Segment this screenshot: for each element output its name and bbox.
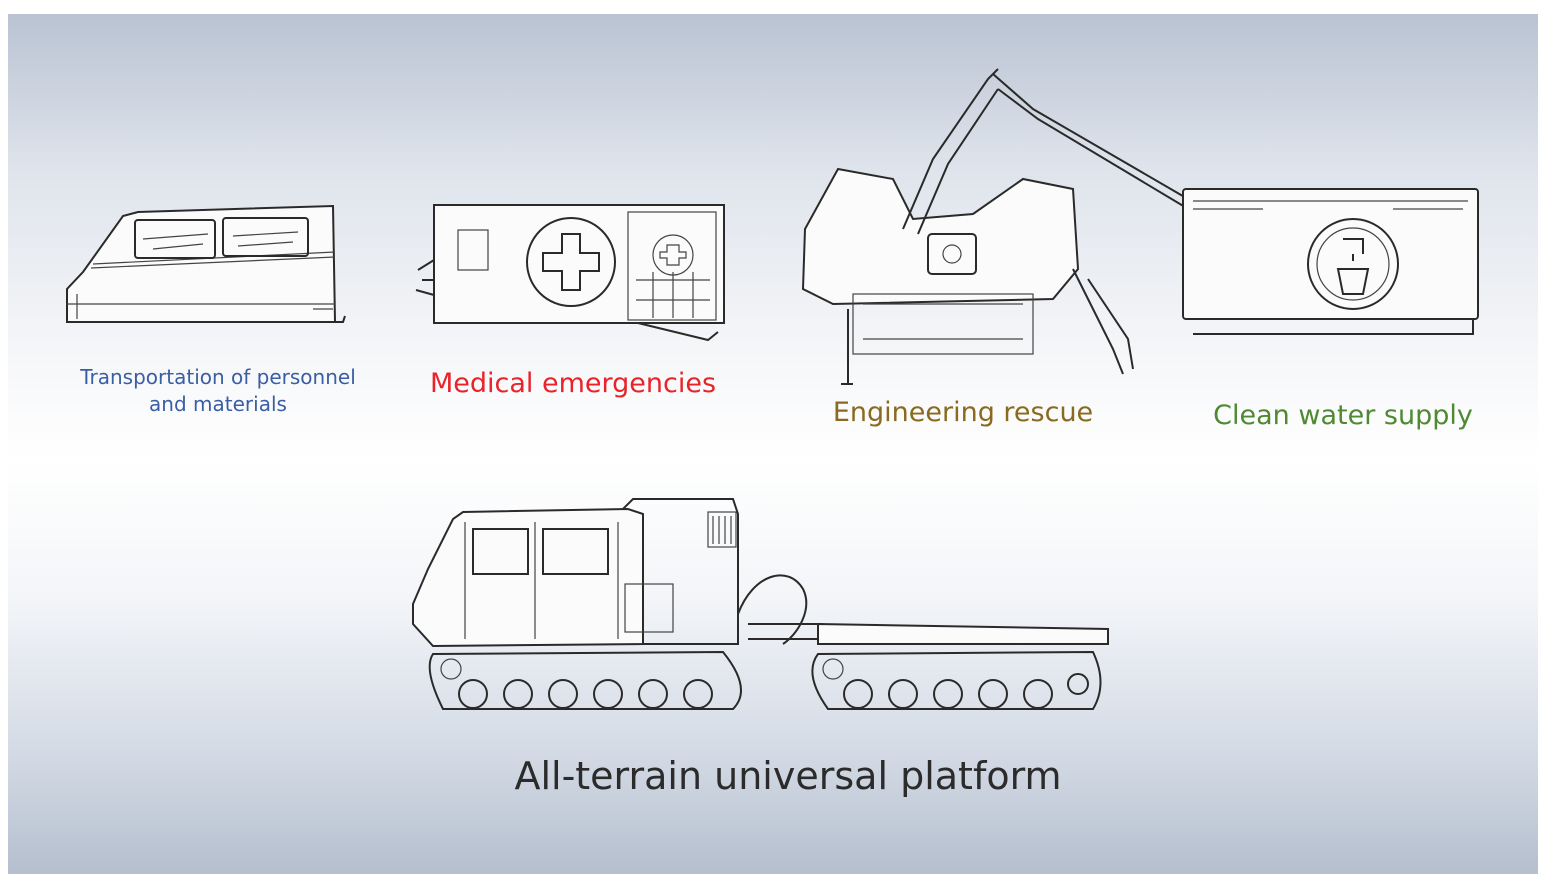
transport-module-label: Transportation of personnel and material… <box>28 364 408 418</box>
transport-module-label-text: Transportation of personnel and material… <box>80 365 356 416</box>
medical-module-label: Medical emergencies <box>429 368 717 399</box>
diagram-canvas: Transportation of personnel and material… <box>8 14 1538 874</box>
medical-module-illustration <box>408 200 743 350</box>
water-module-label: Clean water supply <box>1213 400 1473 431</box>
engineering-crane-illustration <box>793 39 1493 385</box>
platform-label: All-terrain universal platform <box>514 754 1062 798</box>
all-terrain-platform-illustration <box>403 494 1113 724</box>
engineering-module-label: Engineering rescue <box>832 397 1094 428</box>
transport-cabin-illustration <box>63 194 353 329</box>
